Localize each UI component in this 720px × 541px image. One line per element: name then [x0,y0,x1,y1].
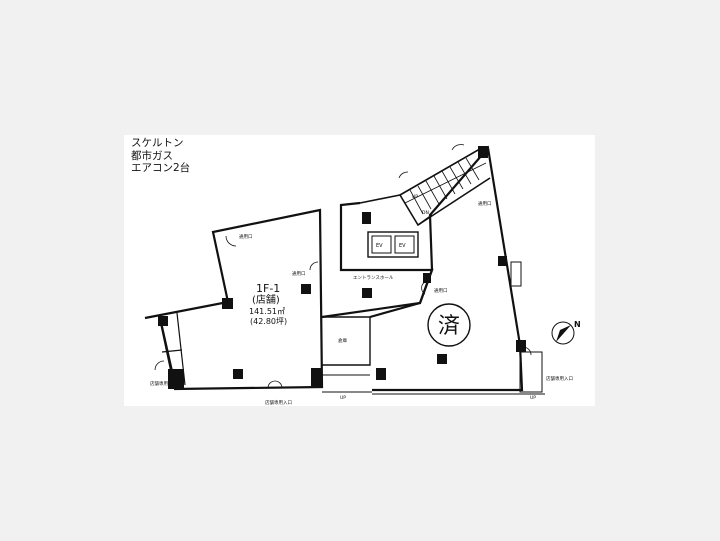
compass-north-label: N [574,320,581,329]
label-up: UP [412,194,418,200]
entrance-hall-wall [321,201,434,319]
unit-name: 1F-1 [256,282,280,295]
label-service-door: 通用口 [434,287,448,294]
label-shop-entrance: 店舗専用入口 [546,375,573,382]
label-shop-entrance: 店舗専用入口 [150,380,177,387]
elevator-block [367,231,419,258]
unit-area-m2: 141.51㎡ [249,307,285,316]
closet-wall [161,349,183,353]
shop-wall [144,208,324,391]
property-notes: スケルトン 都市ガス エアコン2台 [131,137,190,175]
compass-icon: N [551,320,581,345]
label-shop-entrance: 店舗専用入口 [265,399,292,406]
label-ev: EV [399,243,406,249]
note-city-gas: 都市ガス [131,149,173,162]
unit-area-tsubo: (42.80坪) [250,317,287,326]
label-dn: DN [422,210,429,216]
note-skeleton: スケルトン [131,137,184,149]
stairs-wall [417,177,491,226]
elevator-2 [394,235,415,254]
label-service-door: 通用口 [478,200,492,207]
elevator-1 [371,235,392,254]
stair-treads [404,157,487,215]
storage-wall [322,316,371,366]
east-entry [519,351,543,393]
unit-type: (店舗) [252,293,280,306]
label-service-door: 通用口 [292,270,306,277]
label-ev: EV [376,243,383,249]
occupied-stamp: 済 [427,303,471,347]
label-storage: 倉庫 [338,337,347,344]
label-up: UP [530,395,536,401]
east-closet [510,261,522,287]
label-up: UP [340,395,346,401]
door-swings [154,144,532,389]
note-air-conditioner: エアコン2台 [131,162,191,174]
label-service-door: 通用口 [239,233,253,240]
occupied-stamp-text: 済 [438,314,460,339]
label-entrance-hall: エントランスホール [353,275,394,281]
columns [158,146,526,389]
